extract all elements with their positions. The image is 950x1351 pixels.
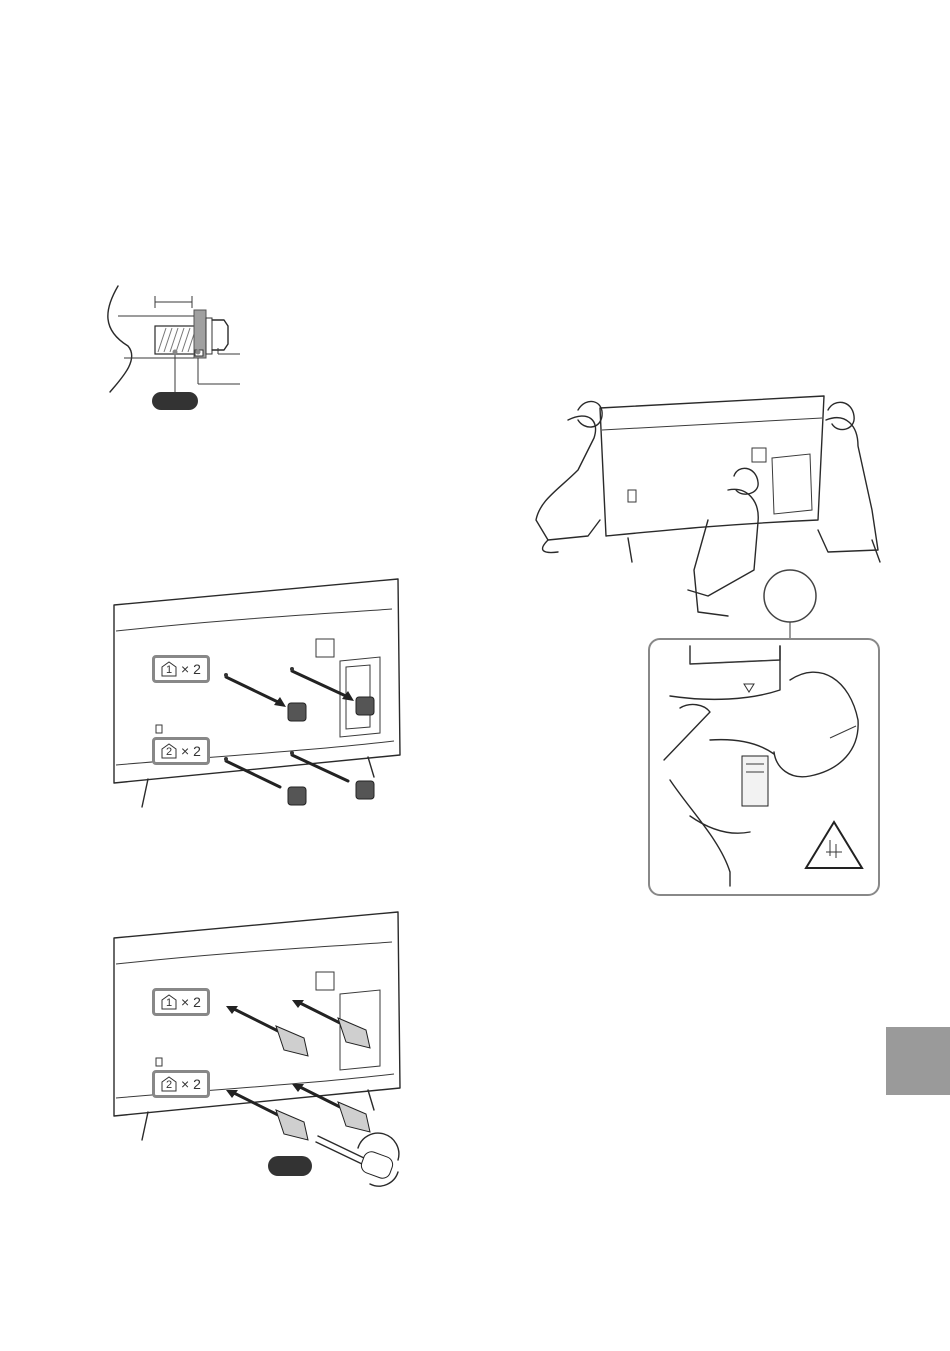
screw-icon — [288, 697, 374, 805]
hand-pinch-warning-icon — [806, 822, 862, 868]
quantity-text: × 2 — [181, 661, 201, 677]
tv-back-screws-figure: 1 × 2 2 × 2 — [108, 575, 408, 815]
callout-bottom: 2 × 2 — [152, 737, 210, 765]
callout-top: 1 × 2 — [152, 988, 210, 1016]
screw-depth-diagram — [100, 280, 250, 410]
part-number-icon: 1 — [161, 994, 177, 1010]
screwdriver-icon — [316, 1133, 399, 1186]
spacer-icon — [276, 1018, 370, 1140]
tv-back-spacers-figure: 1 × 2 2 × 2 — [108, 908, 408, 1198]
part-number-icon: 2 — [161, 1076, 177, 1092]
callout-bottom: 2 × 2 — [152, 1070, 210, 1098]
callout-top: 1 × 2 — [152, 655, 210, 683]
people-lifting-tv-figure — [528, 390, 888, 640]
quantity-text: × 2 — [181, 994, 201, 1010]
section-side-tab — [886, 1027, 950, 1095]
length-pill — [152, 392, 198, 410]
zoom-detail-box — [648, 638, 880, 896]
quantity-text: × 2 — [181, 743, 201, 759]
part-number-icon: 1 — [161, 661, 177, 677]
quantity-text: × 2 — [181, 1076, 201, 1092]
length-pill — [268, 1156, 312, 1176]
part-number-icon: 2 — [161, 743, 177, 759]
